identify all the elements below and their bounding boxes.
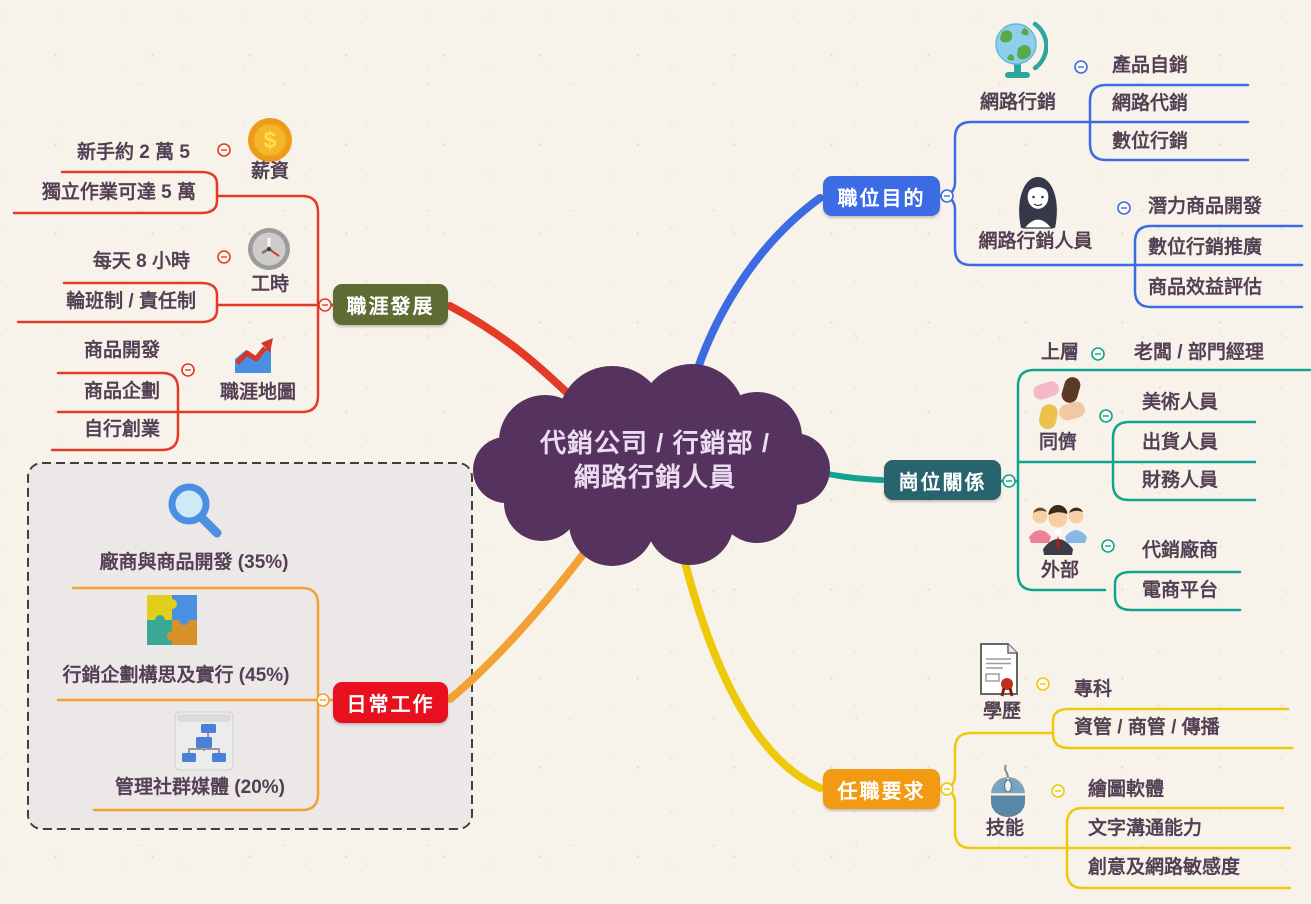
clock-icon	[246, 226, 292, 277]
svg-text:$: $	[264, 127, 277, 153]
leaf-topic[interactable]: 資管 / 商管 / 傳播	[1074, 717, 1220, 738]
leaf-topic[interactable]: 專科	[1074, 679, 1113, 700]
leaf-topic[interactable]: 商品開發	[83, 340, 160, 361]
subtopic-superiors[interactable]: 上層	[1040, 342, 1079, 363]
marketer-icon	[1012, 174, 1064, 235]
leaf-topic[interactable]: 出貨人員	[1142, 432, 1219, 453]
daily-work-boundary	[27, 462, 473, 830]
people-icon	[1027, 501, 1089, 560]
certificate-icon	[977, 642, 1021, 703]
leaf-topic[interactable]: 數位行銷	[1112, 131, 1189, 152]
node-label: 職位目的	[837, 187, 926, 210]
central-topic-line2: 網路行銷人員	[573, 462, 736, 492]
node-career-development[interactable]: 職涯發展	[333, 284, 448, 325]
mouse-icon	[983, 764, 1033, 823]
node-daily-work[interactable]: 日常工作	[333, 682, 448, 723]
relation-branch-lines	[998, 368, 1311, 612]
coin-icon: $	[246, 116, 294, 169]
leaf-topic[interactable]: 財務人員	[1142, 470, 1219, 491]
leaf-topic[interactable]: 數位行銷推廣	[1148, 237, 1263, 258]
collapse-marker[interactable]	[940, 60, 1131, 215]
leaf-topic[interactable]: 潛力商品開發	[1148, 196, 1263, 217]
subtopic-salary[interactable]: 薪資	[250, 161, 289, 182]
subtopic-working-hours[interactable]: 工時	[250, 274, 289, 295]
leaf-topic[interactable]: 商品企劃	[83, 381, 160, 402]
hands-icon	[1032, 376, 1088, 435]
node-label: 任職要求	[837, 780, 926, 803]
subtopic-skills[interactable]: 技能	[985, 818, 1024, 839]
leaf-topic[interactable]: 新手約 2 萬 5	[77, 142, 190, 163]
leaf-topic[interactable]: 代銷廠商	[1142, 540, 1219, 561]
collapse-marker[interactable]	[181, 143, 332, 377]
leaf-topic[interactable]: 電商平台	[1142, 580, 1219, 601]
subtopic-education[interactable]: 學歷	[982, 701, 1021, 722]
leaf-topic[interactable]: 每天 8 小時	[92, 251, 190, 272]
globe-icon	[988, 18, 1049, 87]
collapse-marker[interactable]	[940, 677, 1065, 798]
career-branch-lines	[12, 170, 335, 452]
subtopic-online-marketing[interactable]: 網路行銷	[979, 92, 1056, 113]
trend-chart-icon	[232, 335, 274, 380]
node-job-requirements[interactable]: 任職要求	[823, 769, 940, 809]
central-topic-line1: 代銷公司 / 行銷部 /	[539, 428, 771, 458]
node-position-relations[interactable]: 崗位關係	[884, 460, 1001, 500]
requirement-curve	[672, 522, 824, 792]
node-label: 崗位關係	[898, 471, 987, 494]
leaf-topic[interactable]: 繪圖軟體	[1088, 779, 1165, 800]
subtopic-career-map[interactable]: 職涯地圖	[219, 382, 296, 403]
leaf-topic[interactable]: 網路代銷	[1112, 93, 1189, 114]
puzzle-icon	[143, 591, 201, 654]
central-topic-cloud[interactable]	[473, 364, 830, 566]
leaf-topic[interactable]: 老闆 / 部門經理	[1134, 342, 1264, 363]
subtopic-online-marketer[interactable]: 網路行銷人員	[978, 231, 1093, 252]
leaf-topic[interactable]: 美術人員	[1142, 392, 1219, 413]
subtopic-external[interactable]: 外部	[1040, 560, 1079, 581]
leaf-topic[interactable]: 輪班制 / 責任制	[66, 291, 196, 312]
leaf-topic[interactable]: 獨立作業可達 5 萬	[41, 182, 196, 203]
node-job-purpose[interactable]: 職位目的	[823, 176, 940, 216]
leaf-topic[interactable]: 產品自銷	[1112, 55, 1189, 76]
subtopic-peers[interactable]: 同儕	[1038, 432, 1077, 453]
leaf-topic-marketing-planning[interactable]: 行銷企劃構思及實行 (45%)	[62, 665, 290, 686]
leaf-topic-social-media[interactable]: 管理社群媒體 (20%)	[115, 777, 285, 798]
collapse-marker[interactable]	[1002, 347, 1115, 553]
magnifier-icon	[163, 480, 227, 549]
leaf-topic[interactable]: 文字溝通能力	[1088, 818, 1203, 839]
node-label: 職涯發展	[346, 296, 435, 318]
collapse-markers[interactable]	[181, 60, 1131, 798]
leaf-topic[interactable]: 自行創業	[83, 419, 160, 440]
leaf-topic[interactable]: 創意及網路敏感度	[1088, 857, 1241, 878]
leaf-topic[interactable]: 商品效益評估	[1148, 277, 1263, 298]
central-topic[interactable]: 代銷公司 / 行銷部 / 網路行銷人員	[495, 426, 815, 494]
collapse-marker[interactable]	[316, 693, 330, 707]
org-chart-icon	[174, 711, 234, 776]
leaf-topic-vendor-development[interactable]: 廠商與商品開發 (35%)	[99, 552, 289, 573]
node-label: 日常工作	[346, 694, 435, 716]
